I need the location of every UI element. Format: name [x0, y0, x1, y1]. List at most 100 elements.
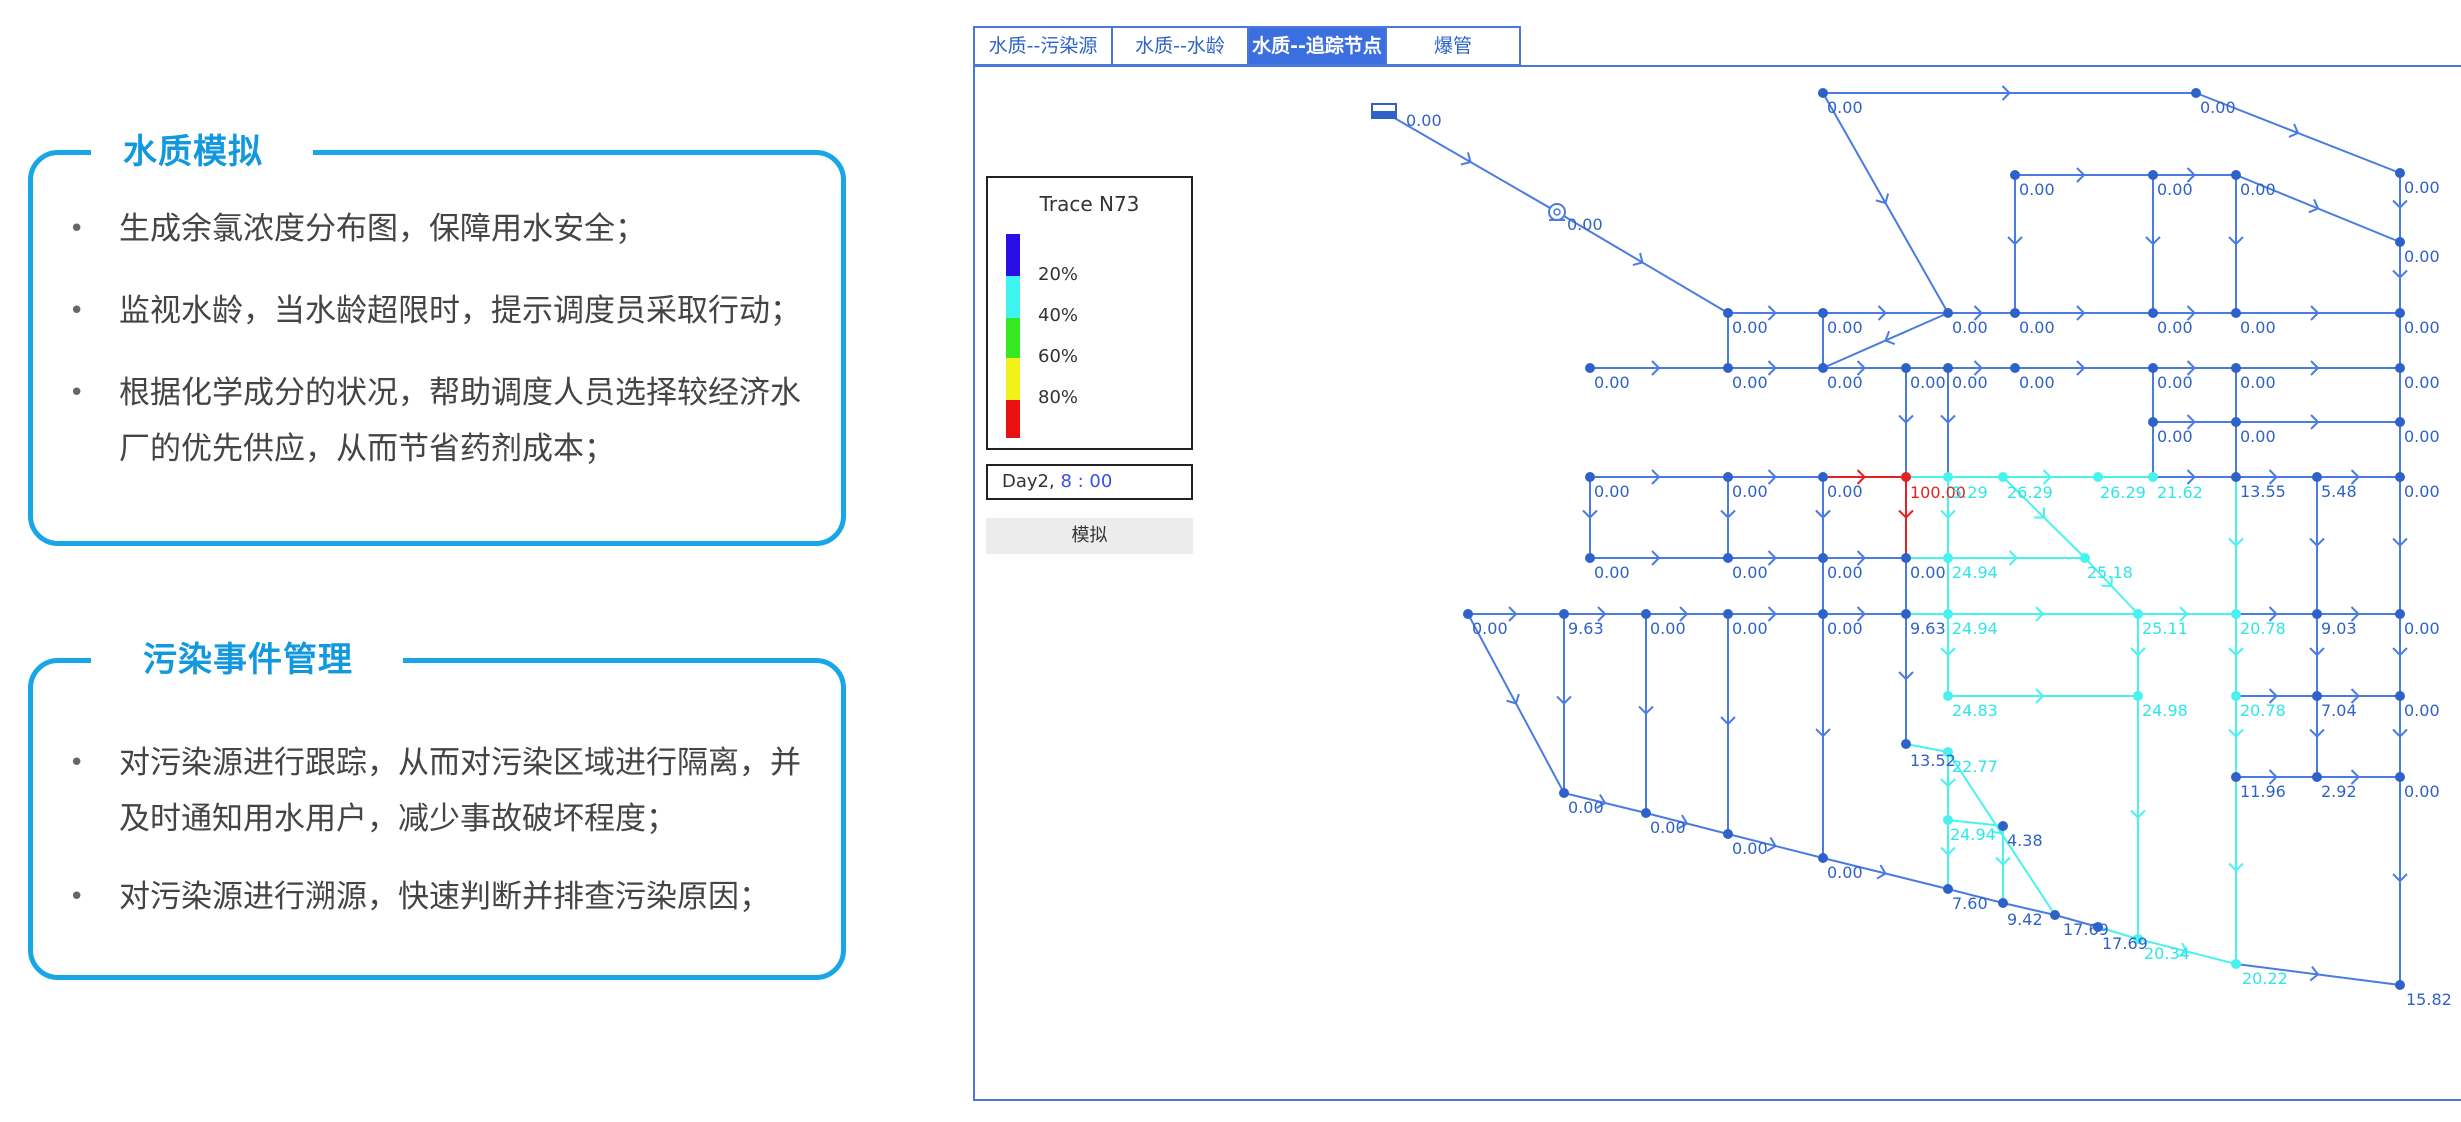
junction-node[interactable] — [2148, 363, 2158, 373]
junction-node[interactable] — [1998, 472, 2008, 482]
junction-node[interactable] — [2133, 934, 2143, 944]
junction-node[interactable] — [2395, 472, 2405, 482]
junction-node[interactable] — [1641, 808, 1651, 818]
junction-node[interactable] — [1818, 88, 1828, 98]
junction-node[interactable] — [2395, 168, 2405, 178]
junction-node[interactable] — [1585, 553, 1595, 563]
flow-arrow-icon — [1651, 469, 1661, 485]
junction-node[interactable] — [1818, 553, 1828, 563]
junction-node[interactable] — [1723, 472, 1733, 482]
tab-water-age[interactable]: 水质--水龄 — [1111, 26, 1247, 66]
junction-node[interactable] — [2395, 772, 2405, 782]
tab-pipe-burst[interactable]: 爆管 — [1385, 26, 1521, 66]
flow-arrow-icon — [1884, 330, 1896, 346]
junction-node[interactable] — [1943, 363, 1953, 373]
junction-node[interactable] — [1559, 788, 1569, 798]
junction-node[interactable] — [2148, 170, 2158, 180]
junction-node[interactable] — [2395, 417, 2405, 427]
junction-node[interactable] — [1943, 308, 1953, 318]
junction-node[interactable] — [1723, 829, 1733, 839]
junction-node[interactable] — [2010, 170, 2020, 180]
junction-node[interactable] — [2133, 691, 2143, 701]
junction-node[interactable] — [1901, 609, 1911, 619]
junction-node[interactable] — [2093, 472, 2103, 482]
junction-node[interactable] — [2231, 308, 2241, 318]
junction-node[interactable] — [2191, 88, 2201, 98]
flow-arrow-icon — [2392, 269, 2408, 279]
junction-node[interactable] — [2312, 609, 2322, 619]
junction-node[interactable] — [2312, 691, 2322, 701]
junction-node[interactable] — [1901, 363, 1911, 373]
flow-arrow-icon — [1898, 414, 1914, 424]
junction-node[interactable] — [1943, 815, 1953, 825]
flow-arrow-icon — [1940, 778, 1956, 788]
junction-node[interactable] — [2231, 772, 2241, 782]
junction-node[interactable] — [1463, 609, 1473, 619]
junction-node[interactable] — [2093, 922, 2103, 932]
junction-node[interactable] — [1641, 609, 1651, 619]
flow-arrow-icon — [1856, 360, 1866, 376]
pipe-segment — [2097, 926, 2139, 940]
junction-node[interactable] — [1998, 898, 2008, 908]
junction-node[interactable] — [1559, 609, 1569, 619]
junction-node[interactable] — [2148, 308, 2158, 318]
junction-node[interactable] — [1723, 553, 1733, 563]
node-value-label: 0.00 — [2404, 427, 2440, 446]
junction-node[interactable] — [1585, 363, 1595, 373]
list-item: •对污染源进行溯源，快速判断并排查污染原因； — [69, 869, 821, 925]
node-value-label: 20.22 — [2242, 969, 2288, 988]
junction-node[interactable] — [1723, 308, 1733, 318]
card-title: 污染事件管理 — [91, 633, 403, 687]
junction-node[interactable] — [2395, 308, 2405, 318]
junction-node[interactable] — [2395, 363, 2405, 373]
junction-node[interactable] — [2231, 417, 2241, 427]
junction-node[interactable] — [2133, 609, 2143, 619]
junction-node[interactable] — [2010, 363, 2020, 373]
junction-node[interactable] — [1901, 472, 1911, 482]
junction-node[interactable] — [1943, 884, 1953, 894]
junction-node[interactable] — [1943, 553, 1953, 563]
junction-node[interactable] — [1901, 553, 1911, 563]
junction-node[interactable] — [2231, 609, 2241, 619]
junction-node[interactable] — [1818, 363, 1828, 373]
tab-bar: 水质--污染源 水质--水龄 水质--追踪节点 爆管 — [973, 26, 1521, 66]
junction-node[interactable] — [2231, 363, 2241, 373]
junction-node[interactable] — [2050, 910, 2060, 920]
tab-trace-node[interactable]: 水质--追踪节点 — [1247, 26, 1385, 66]
time-hour: 8 : 00 — [1060, 471, 1113, 492]
junction-node[interactable] — [1943, 747, 1953, 757]
junction-node[interactable] — [1901, 739, 1911, 749]
junction-node[interactable] — [2395, 980, 2405, 990]
node-value-label: 0.00 — [2019, 180, 2055, 199]
junction-node[interactable] — [1818, 472, 1828, 482]
junction-node[interactable] — [1943, 472, 1953, 482]
junction-node[interactable] — [1818, 609, 1828, 619]
junction-node[interactable] — [2231, 170, 2241, 180]
junction-node[interactable] — [2080, 553, 2090, 563]
junction-node[interactable] — [2148, 472, 2158, 482]
junction-node[interactable] — [1998, 821, 2008, 831]
junction-node[interactable] — [2148, 417, 2158, 427]
flow-arrow-icon — [1898, 509, 1914, 519]
tab-pollution-source[interactable]: 水质--污染源 — [973, 26, 1111, 66]
junction-node[interactable] — [1943, 609, 1953, 619]
flow-arrow-icon — [1506, 693, 1520, 705]
junction-node[interactable] — [1943, 691, 1953, 701]
junction-node[interactable] — [2231, 472, 2241, 482]
junction-node[interactable] — [2231, 959, 2241, 969]
junction-node[interactable] — [1818, 308, 1828, 318]
junction-node[interactable] — [2312, 772, 2322, 782]
junction-node[interactable] — [1585, 472, 1595, 482]
junction-node[interactable] — [2312, 472, 2322, 482]
simulate-button[interactable]: 模拟 — [986, 518, 1193, 554]
junction-node[interactable] — [2010, 308, 2020, 318]
junction-node[interactable] — [1818, 853, 1828, 863]
flow-arrow-icon — [1638, 705, 1654, 715]
junction-node[interactable] — [2395, 237, 2405, 247]
junction-node[interactable] — [2231, 691, 2241, 701]
junction-node[interactable] — [2395, 609, 2405, 619]
node-value-label: 26.29 — [2100, 483, 2146, 502]
junction-node[interactable] — [1723, 609, 1733, 619]
junction-node[interactable] — [1723, 363, 1733, 373]
junction-node[interactable] — [2395, 691, 2405, 701]
